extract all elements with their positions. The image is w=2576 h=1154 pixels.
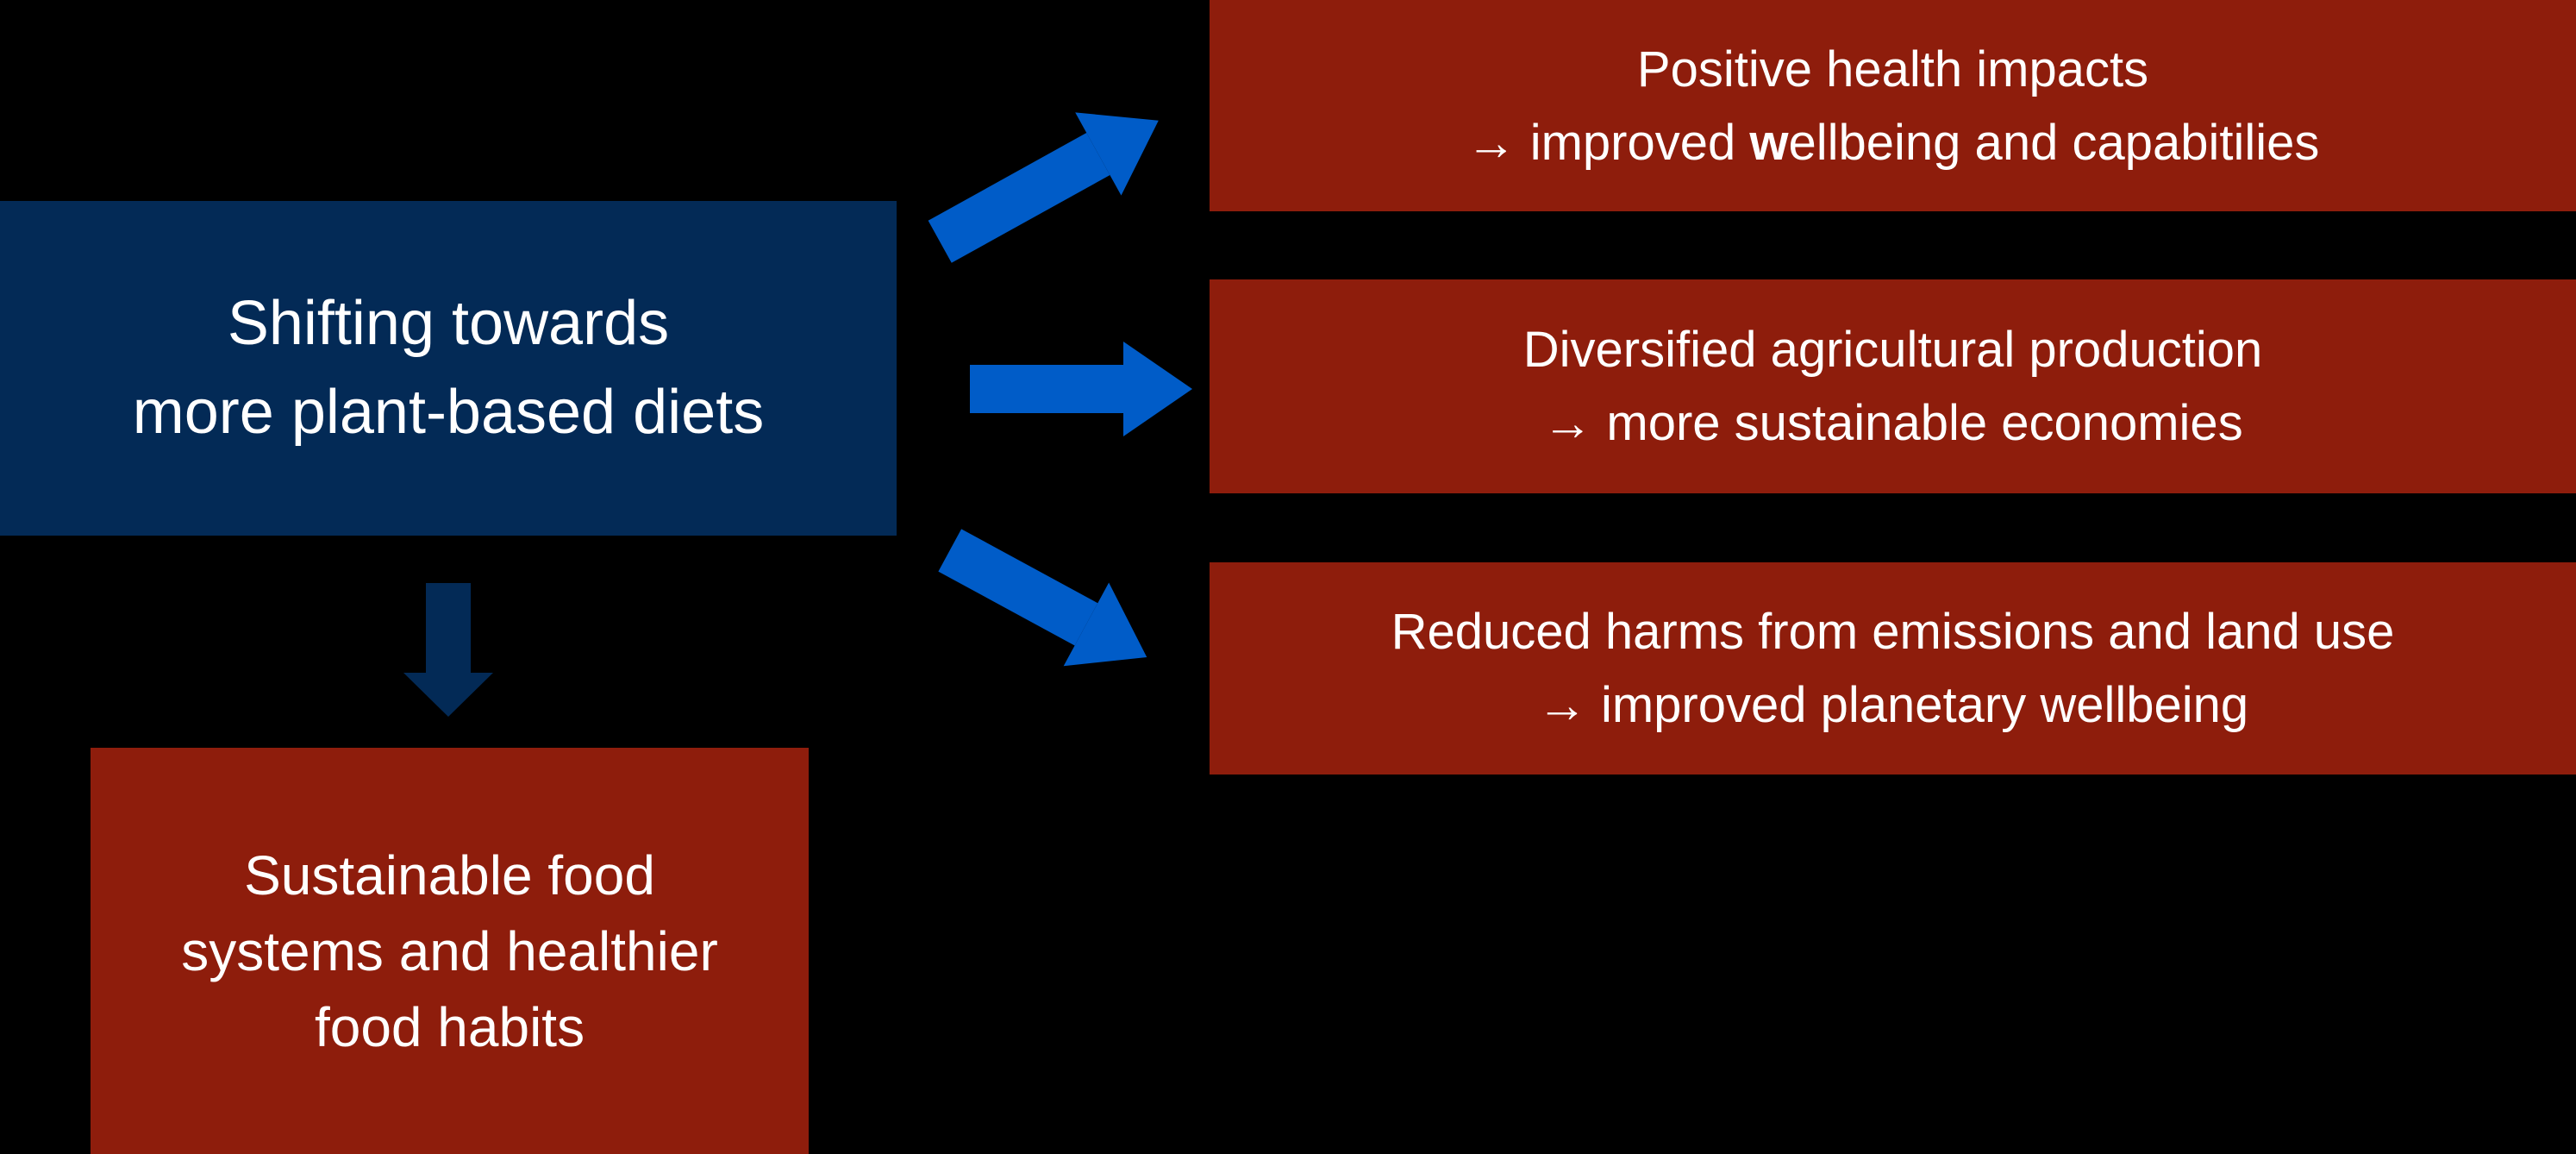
arrow-shaft	[426, 583, 471, 673]
outcome-box-emissions: Reduced harms from emissions and land us…	[1210, 562, 2576, 775]
bottom-box-line1: Sustainable food	[244, 844, 655, 906]
source-box: Shifting towards more plant-based diets	[0, 201, 897, 536]
arrow-head	[403, 673, 493, 717]
arrow-shaft	[970, 365, 1123, 413]
arrow-shaft	[928, 132, 1110, 263]
outcome-agriculture-line1: Diversified agricultural production	[1522, 322, 2263, 378]
source-box-line2: more plant-based diets	[132, 378, 765, 447]
outcome-health-line2: → improved wellbeing and capabitilies	[1466, 106, 2320, 179]
outcome-health-line1: Positive health impacts	[1636, 41, 2149, 97]
arrow-shaft	[938, 529, 1098, 646]
bottom-box-sustainable-food: Sustainable food systems and healthier f…	[91, 748, 809, 1154]
source-box-line1: Shifting towards	[227, 289, 670, 358]
arrow-head	[1123, 342, 1192, 436]
outcome-box-health: Positive health impacts → improved wellb…	[1210, 0, 2576, 211]
bottom-box-line3: food habits	[314, 995, 585, 1058]
bottom-box-line2: systems and healthier	[181, 919, 718, 982]
arrow-down-right-icon	[928, 509, 1170, 699]
arrow-right-icon	[970, 342, 1192, 436]
outcome-agriculture-line2: → more sustainable economies	[1542, 395, 2243, 451]
outcome-emissions-line2: → improved planetary wellbeing	[1536, 677, 2249, 733]
arrow-down-icon	[403, 583, 493, 717]
outcome-health-line2-bold: w	[1749, 114, 1789, 171]
outcome-health-line2-pre: → improved	[1466, 114, 1750, 171]
arrow-up-right-icon	[917, 78, 1182, 284]
outcome-health-line2-rest: ellbeing and capabitilies	[1788, 114, 2320, 171]
outcome-box-agriculture: Diversified agricultural production → mo…	[1210, 279, 2576, 493]
outcome-emissions-line1: Reduced harms from emissions and land us…	[1391, 604, 2395, 660]
